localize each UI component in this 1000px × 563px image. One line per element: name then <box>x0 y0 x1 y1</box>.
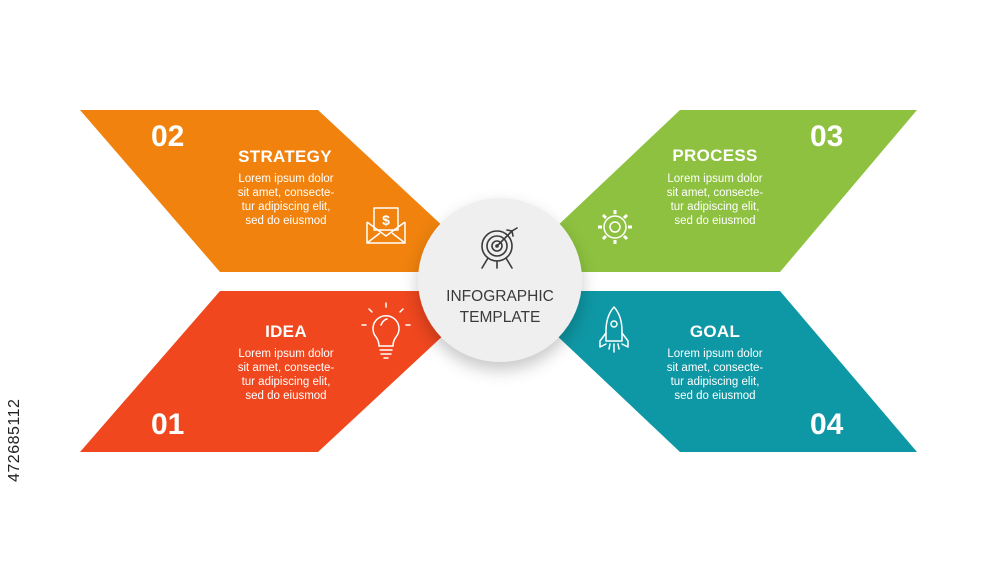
stock-id: 472685112 <box>6 398 23 482</box>
process-line: sit amet, consecte- <box>666 187 764 199</box>
process-number: 03 <box>810 120 844 153</box>
goal-number: 04 <box>810 408 844 441</box>
center-circle <box>418 198 582 362</box>
idea-line: sit amet, consecte- <box>237 362 335 374</box>
center-label: INFOGRAPHIC TEMPLATE <box>420 286 580 328</box>
lightbulb-icon <box>361 302 411 359</box>
strategy-line: sit amet, consecte- <box>237 187 335 199</box>
gear-icon <box>598 210 632 244</box>
goal-block <box>553 291 917 452</box>
goal-line: sit amet, consecte- <box>666 362 764 374</box>
strategy-description: Lorem ipsum dolor sit amet, consecte- tu… <box>221 172 351 228</box>
target-icon <box>481 227 518 269</box>
goal-line: Lorem ipsum dolor <box>667 348 763 360</box>
goal-title: GOAL <box>689 322 741 341</box>
process-line: tur adipiscing elit, <box>670 201 760 213</box>
idea-line: tur adipiscing elit, <box>241 376 331 388</box>
strategy-number: 02 <box>151 120 185 153</box>
idea-block <box>80 291 447 452</box>
process-line: Lorem ipsum dolor <box>667 173 763 185</box>
goal-description: Lorem ipsum dolor sit amet, consecte- tu… <box>650 347 780 403</box>
center-label-line1: INFOGRAPHIC <box>446 288 554 305</box>
strategy-line: Lorem ipsum dolor <box>238 173 334 185</box>
strategy-block <box>80 110 447 272</box>
process-title: PROCESS <box>672 146 758 165</box>
rocket-icon <box>599 306 629 353</box>
svg-text:$: $ <box>382 212 390 228</box>
idea-description: Lorem ipsum dolor sit amet, consecte- tu… <box>221 347 351 403</box>
stock-id-wrapper: 472685112 <box>6 399 89 500</box>
process-description: Lorem ipsum dolor sit amet, consecte- tu… <box>650 172 780 228</box>
money-envelope-icon: $ <box>366 207 406 244</box>
center-label-line2: TEMPLATE <box>459 309 541 326</box>
goal-line: sed do eiusmod <box>674 390 756 402</box>
goal-line: tur adipiscing elit, <box>670 376 760 388</box>
strategy-line: sed do eiusmod <box>245 215 327 227</box>
strategy-line: tur adipiscing elit, <box>241 201 331 213</box>
idea-number: 01 <box>151 408 185 441</box>
process-block <box>553 110 917 272</box>
strategy-title: STRATEGY <box>238 147 332 166</box>
idea-title: IDEA <box>265 322 307 341</box>
idea-line: sed do eiusmod <box>245 390 327 402</box>
idea-line: Lorem ipsum dolor <box>238 348 334 360</box>
process-line: sed do eiusmod <box>674 215 756 227</box>
